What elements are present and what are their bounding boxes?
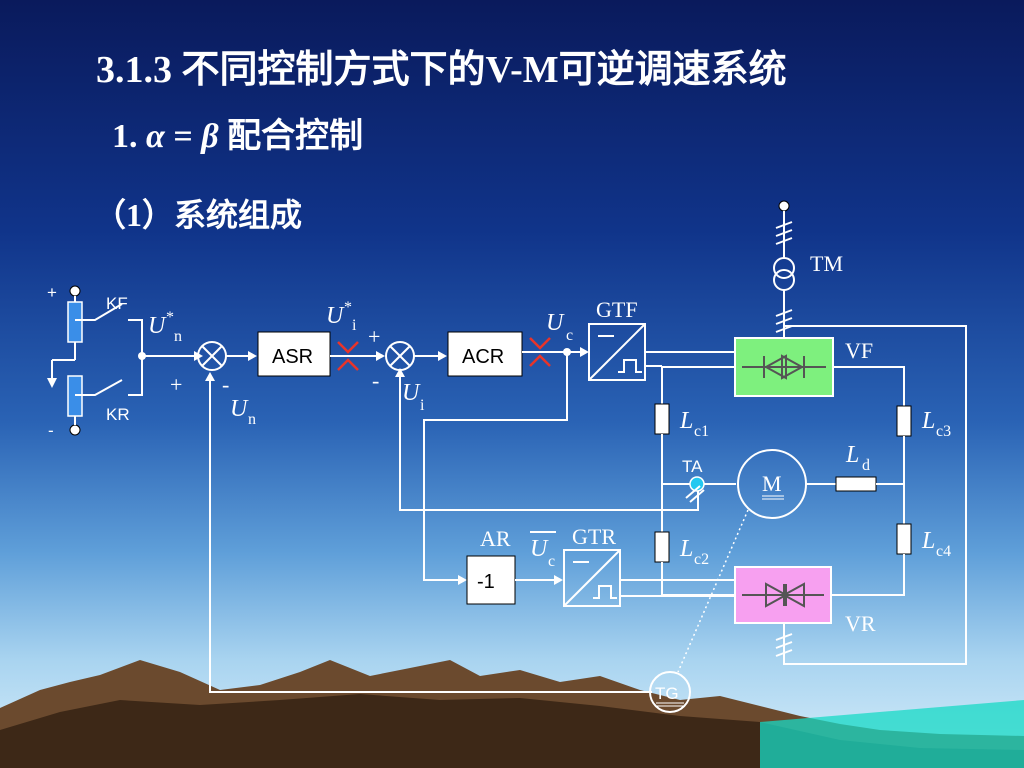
plus-terminal <box>69 285 81 297</box>
gtr-label: GTR <box>572 524 616 549</box>
ar-label: AR <box>480 526 511 551</box>
svg-text:-: - <box>372 368 379 393</box>
acr-block <box>447 331 523 377</box>
kr-label: KR <box>106 405 130 424</box>
lc1-label: L <box>679 408 693 434</box>
svg-text:c4: c4 <box>936 543 951 560</box>
subtitle-equals: = <box>173 118 193 155</box>
mountain-background <box>0 660 1024 768</box>
un-label: U <box>230 396 249 422</box>
subtitle: 1. α = β 配合控制 <box>112 108 363 157</box>
gtf-label: GTF <box>596 297 638 322</box>
svg-text:+: + <box>368 324 380 349</box>
kf-label: KF <box>106 294 128 313</box>
lc3-label: L <box>921 408 935 434</box>
lc2-label: L <box>679 536 693 562</box>
svg-text:*: * <box>344 299 352 316</box>
ac-supply-terminal <box>778 200 790 212</box>
svg-text:d: d <box>862 457 870 474</box>
subtitle-text: 配合控制 <box>227 118 364 155</box>
tm-label: TM <box>810 251 843 276</box>
vr-label: VR <box>845 611 876 636</box>
vr-thyristor-icon <box>742 582 824 608</box>
section-heading: （1）系统组成 <box>94 197 303 233</box>
ui-star-label: U <box>326 303 345 329</box>
motor-label: M <box>762 471 782 496</box>
tachogenerator-tg-icon <box>649 671 691 713</box>
svg-text:c2: c2 <box>694 551 709 568</box>
vf-label: VF <box>845 338 873 363</box>
svg-text:*: * <box>166 309 174 326</box>
vf-thyristor-icon <box>742 354 826 380</box>
un-star-sub: n <box>174 328 182 345</box>
uc-bar-label: U <box>530 536 549 562</box>
uc-bar-sub: c <box>548 553 555 570</box>
inductor-ld <box>835 476 877 492</box>
inductor-lc2 <box>654 531 670 563</box>
acr-limiter-icon <box>529 337 551 367</box>
uc-label: U <box>546 310 565 336</box>
subtitle-number: 1. <box>112 118 138 155</box>
inductor-lc4 <box>896 523 912 555</box>
reference-switch-group: + - KF KR <box>47 283 146 440</box>
tg-label: TG <box>655 684 679 703</box>
ui-label: U <box>402 380 421 406</box>
ui-sub: i <box>420 397 425 414</box>
svg-text:+: + <box>170 372 182 397</box>
asr-limiter-icon <box>337 341 359 371</box>
lc4-label: L <box>921 528 935 554</box>
svg-text:c1: c1 <box>694 423 709 440</box>
svg-text:-: - <box>222 372 229 397</box>
asr-label: ASR <box>272 346 313 368</box>
plus-sign: + <box>47 283 57 302</box>
uc-sub: c <box>566 327 573 344</box>
subtitle-beta: β <box>201 118 219 155</box>
inductor-lc3 <box>896 405 912 437</box>
minus-terminal <box>69 424 81 436</box>
gtr-block <box>563 549 621 607</box>
ui-star-sub: i <box>352 317 357 334</box>
potentiometer-upper <box>67 301 83 343</box>
un-sub: n <box>248 411 256 428</box>
subtitle-alpha: α <box>146 118 165 155</box>
svg-text:c3: c3 <box>936 423 951 440</box>
un-star-label: U <box>148 313 167 339</box>
slide-title: 3.1.3 不同控制方式下的V-M可逆调速系统 <box>96 49 787 91</box>
current-sensor-ta-icon <box>689 476 705 492</box>
inductor-lc1 <box>654 403 670 435</box>
ld-label: L <box>845 442 859 468</box>
acr-label: ACR <box>462 346 504 368</box>
minus-sign: - <box>48 421 54 440</box>
transformer-tm-icon <box>773 257 795 279</box>
ta-label: TA <box>682 457 703 476</box>
asr-block <box>257 331 331 377</box>
ar-value: -1 <box>477 571 495 593</box>
